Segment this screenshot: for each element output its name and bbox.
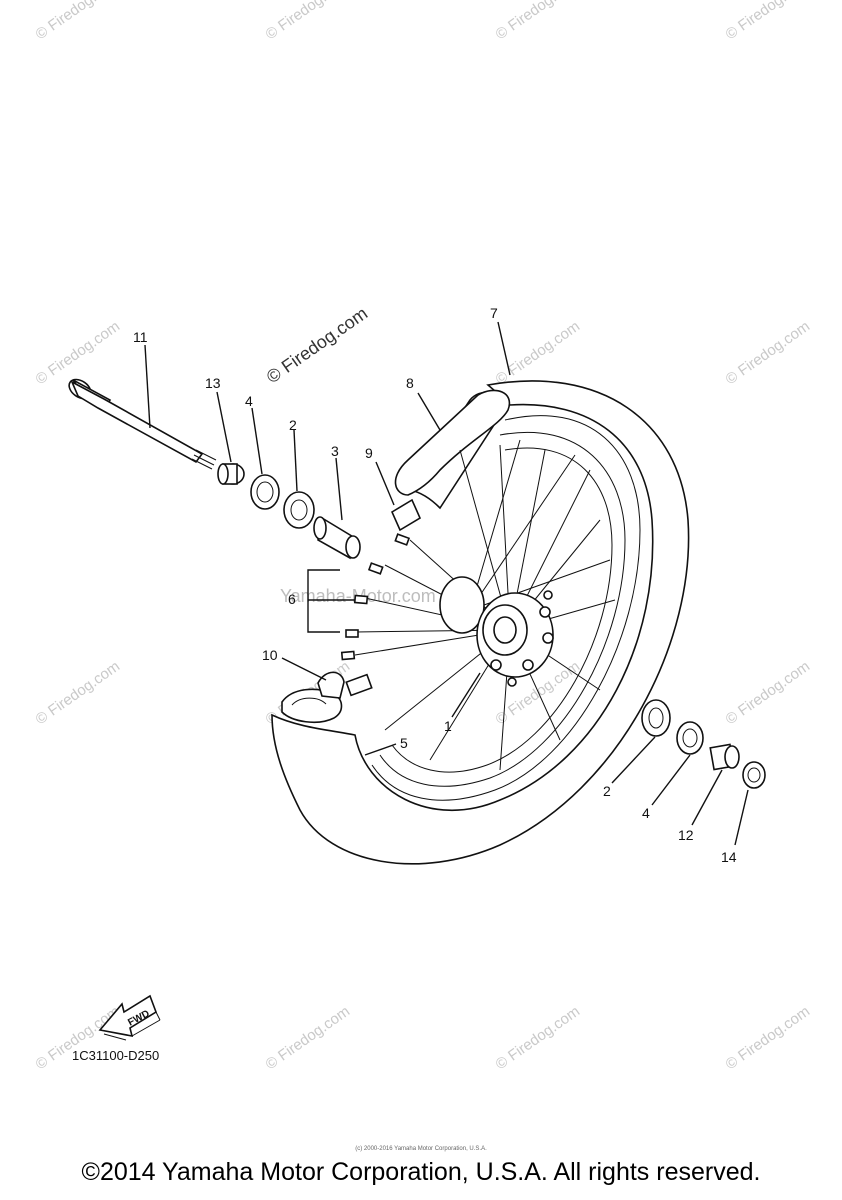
callout-1: 1 [444,718,452,734]
leader-1 [451,672,481,718]
callout-9: 9 [365,445,373,461]
leader-9 [375,461,395,506]
watermark: © Firedog.com [493,1003,584,1073]
callout-11: 11 [133,329,148,345]
collar-right [691,743,740,826]
callout-5: 5 [400,735,408,751]
spoke-nipple [394,533,411,546]
callout-3: 3 [331,443,339,459]
collar [216,391,245,485]
watermark: © Firedog.com [263,0,354,43]
spoke-nipple [353,594,369,605]
callout-10: 10 [262,647,278,663]
callout-7: 7 [490,305,498,321]
watermark: © Firedog.com [263,1003,354,1073]
watermark: © Firedog.com [723,318,814,388]
valve-stem [345,673,373,697]
watermark: © Firedog.com [33,0,124,43]
spoke-nipple [367,562,384,575]
bearing-right [611,699,671,784]
tire [271,380,690,865]
callout-14: 14 [721,849,737,865]
watermark-grid: © Firedog.com © Firedog.com © Firedog.co… [33,0,814,1073]
watermark: © Firedog.com [723,0,814,43]
leader-5 [364,743,397,756]
rim [379,431,626,787]
front-wheel-drawing [271,321,690,865]
watermark: © Firedog.com [33,318,124,388]
watermark: © Firedog.com [493,0,584,43]
callout-4-right: 4 [642,805,650,821]
diagram-code: 1C31100-D250 [72,1048,159,1063]
valve-tube-patch [281,688,343,724]
bearing [283,429,315,529]
spoke-nipple [340,650,356,661]
rim-inner [391,447,613,773]
axle [68,344,217,470]
watermark-dark: © Firedog.com [263,303,371,387]
oil-seal-right [651,721,704,806]
axle-nut [734,761,766,846]
leader-10 [281,657,327,681]
oil-seal [250,407,280,510]
leader-7 [497,321,511,376]
copyright-notice: ©2014 Yamaha Motor Corporation, U.S.A. A… [81,1158,761,1186]
watermark: © Firedog.com [723,1003,814,1073]
leader-6-bracket [307,569,340,633]
callout-4: 4 [245,393,253,409]
spacer [313,457,361,560]
tube-section [394,389,511,496]
leader-8 [417,392,441,431]
fineprint: (c) 2000-2016 Yamaha Motor Corporation, … [355,1146,487,1152]
callout-8: 8 [406,375,414,391]
callout-12: 12 [678,827,694,843]
watermark: © Firedog.com [33,658,124,728]
callout-labels: 11 13 4 2 3 9 8 7 6 10 1 5 2 4 12 14 [133,305,737,865]
callout-2-right: 2 [603,783,611,799]
tire-bead [371,415,641,801]
rim-band [390,498,422,532]
watermark: © Firedog.com [723,658,814,728]
callout-2: 2 [289,417,297,433]
callout-13: 13 [205,375,221,391]
axle-parts [68,344,766,846]
hub [439,576,554,687]
watermark: © Firedog.com [493,318,584,388]
spoke-nipple [345,629,359,638]
callout-6: 6 [288,591,296,607]
